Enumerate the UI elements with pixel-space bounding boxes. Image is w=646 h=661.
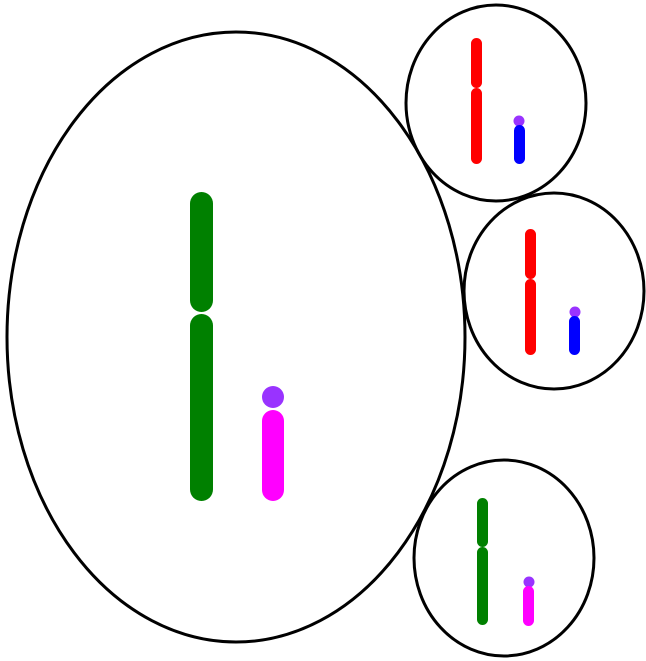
daughter-cell-top-membrane (406, 5, 586, 201)
daughter-cell-bottom-membrane (414, 460, 594, 656)
red-chromosome-lower-arm (471, 88, 482, 164)
blue-chromosome-arm (514, 125, 525, 164)
green-chromosome-lower-arm (190, 314, 213, 501)
green-chromosome-upper-arm (190, 192, 213, 312)
magenta-chromosome-arm (262, 410, 284, 501)
blue-chromosome-satellite (570, 307, 581, 318)
green-chromosome-lower-arm (477, 547, 488, 625)
daughter-cell-middle-membrane (464, 193, 644, 389)
daughter-cell-top (406, 5, 586, 201)
blue-chromosome-satellite (514, 116, 525, 127)
magenta-chromosome-satellite (524, 577, 535, 588)
blue-chromosome-arm (569, 316, 580, 355)
red-chromosome-upper-arm (525, 229, 536, 279)
daughter-cell-bottom (414, 460, 594, 656)
parent-cell (7, 32, 465, 642)
red-chromosome-upper-arm (471, 38, 482, 88)
parent-cell-membrane (7, 32, 465, 642)
magenta-chromosome-satellite (262, 386, 284, 408)
red-chromosome-lower-arm (525, 279, 536, 355)
magenta-chromosome-arm (523, 586, 534, 626)
daughter-cell-middle (464, 193, 644, 389)
green-chromosome-upper-arm (477, 498, 488, 547)
